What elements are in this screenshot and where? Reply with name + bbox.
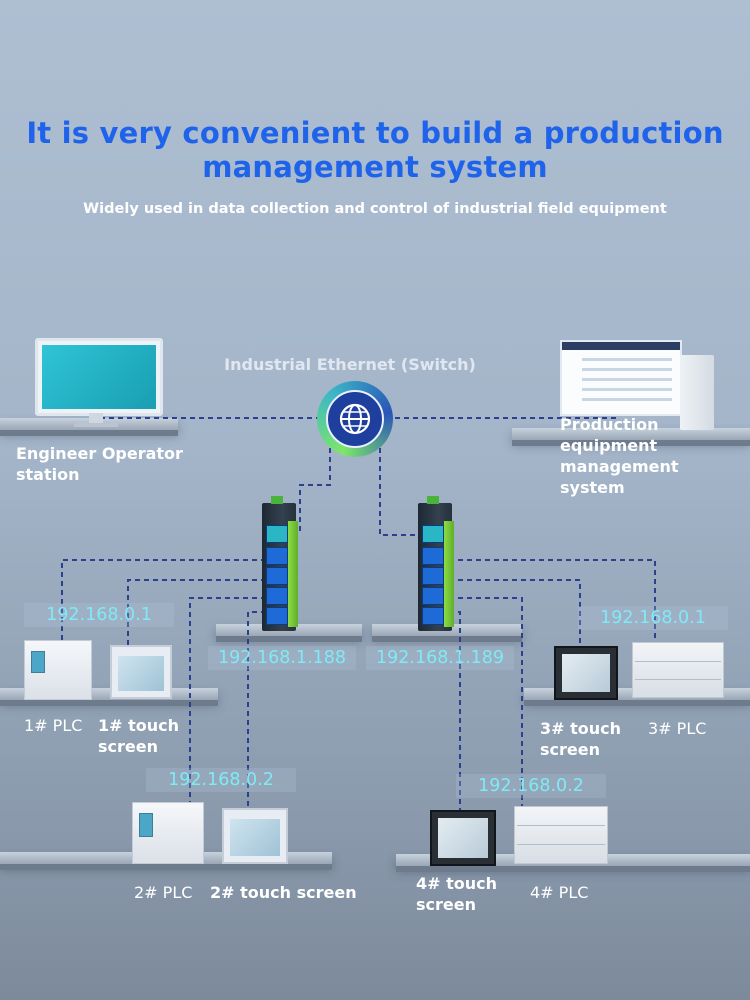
switch-icon-left bbox=[262, 496, 298, 631]
plc-1-label: 1# PLC bbox=[24, 716, 83, 735]
hmi-1-label: 1# touch screen bbox=[98, 716, 180, 756]
plc-icon-2 bbox=[132, 802, 204, 864]
link-right-hmi3 bbox=[440, 579, 581, 645]
touch-screen-icon-3 bbox=[554, 646, 618, 700]
group-4-ip: 192.168.0.2 bbox=[456, 774, 606, 798]
server-icon bbox=[680, 355, 714, 430]
switch-left-ip: 192.168.1.188 bbox=[208, 646, 357, 670]
hmi-3-label: 3# touch screen bbox=[540, 719, 622, 759]
link-left-plc1 bbox=[61, 559, 266, 640]
page-subtitle: Widely used in data collection and contr… bbox=[83, 201, 667, 217]
plc-4-label: 4# PLC bbox=[530, 883, 589, 902]
link-core-right bbox=[379, 448, 420, 536]
hmi-2-label: 2# touch screen bbox=[210, 883, 357, 902]
web-dashboard-icon bbox=[560, 340, 682, 416]
link-left-plc2 bbox=[189, 597, 266, 810]
link-left-hmi2 bbox=[247, 611, 266, 810]
group-1-ip: 192.168.0.1 bbox=[24, 603, 174, 627]
management-system-label: Production equipment management system bbox=[560, 415, 679, 497]
plc-icon-4 bbox=[514, 806, 608, 864]
page-title: It is very convenient to build a product… bbox=[26, 116, 724, 184]
monitor-icon bbox=[35, 338, 163, 416]
touch-screen-icon-2 bbox=[222, 808, 288, 864]
shelf-management bbox=[512, 428, 750, 446]
plc-2-label: 2# PLC bbox=[134, 883, 193, 902]
group-3-ip: 192.168.0.1 bbox=[578, 606, 728, 630]
touch-screen-icon-4 bbox=[430, 810, 496, 866]
switch-icon-right bbox=[418, 496, 454, 631]
switch-label: Industrial Ethernet (Switch) bbox=[224, 355, 476, 374]
plc-3-label: 3# PLC bbox=[648, 719, 707, 738]
link-right-hmi4 bbox=[440, 597, 523, 810]
plc-icon-3 bbox=[632, 642, 724, 698]
hmi-4-label: 4# touch screen bbox=[416, 874, 498, 914]
switch-right-ip: 192.168.1.189 bbox=[366, 646, 515, 670]
monitor-base bbox=[74, 423, 118, 427]
plc-icon-1 bbox=[24, 640, 92, 700]
globe-icon bbox=[326, 390, 384, 448]
touch-screen-icon-1 bbox=[110, 645, 172, 699]
link-right-plc4 bbox=[440, 611, 461, 810]
link-left-hmi1 bbox=[127, 579, 266, 645]
group-2-ip: 192.168.0.2 bbox=[146, 768, 296, 792]
engineer-station-label: Engineer Operator station bbox=[16, 444, 183, 484]
monitor-stand bbox=[89, 413, 103, 425]
link-core-left bbox=[299, 448, 331, 535]
